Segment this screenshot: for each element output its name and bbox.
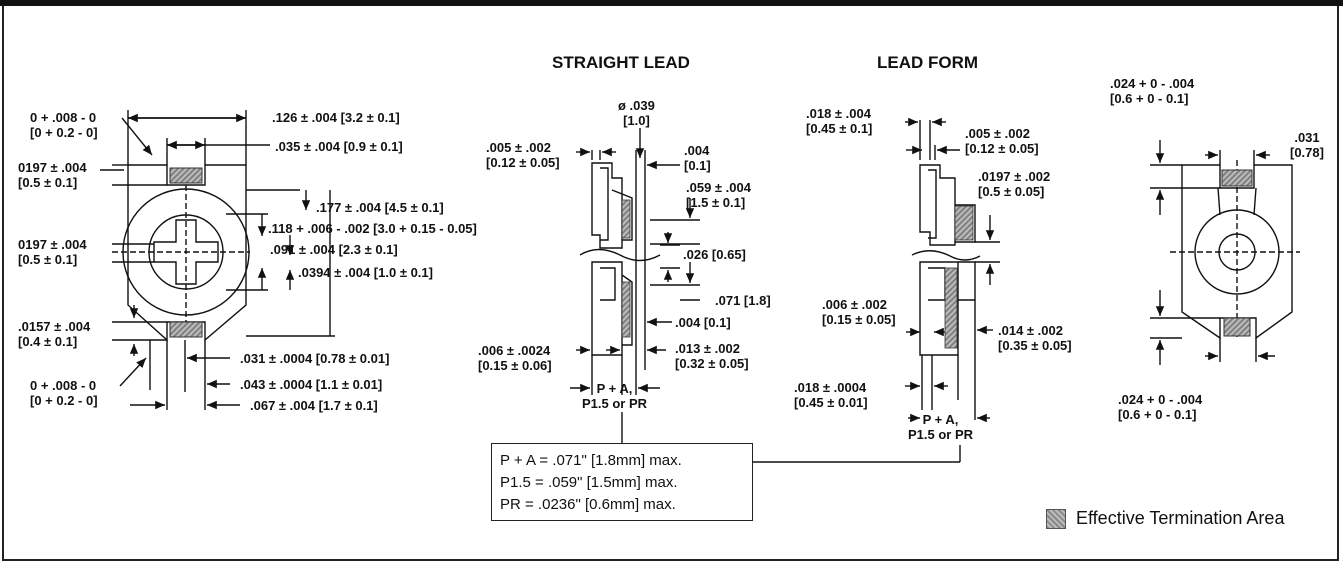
straight-termination-lower (621, 281, 631, 338)
front-dim-r4: .118 + .006 - .002 [3.0 + 0.15 - 0.05] (268, 221, 477, 236)
straight-dim-b: .004[0.1] (684, 143, 711, 173)
front-dim-l1: 0 + .008 - 0[0 + 0.2 - 0] (30, 110, 98, 140)
front-dim-r7: .031 ± .0004 [0.78 ± 0.01] (240, 351, 390, 366)
straight-lead-lower-body (591, 261, 623, 356)
top-border-bar (0, 0, 1343, 6)
lead-form-title: LEAD FORM (877, 53, 979, 72)
back-dim-a: .024 + 0 - .004[0.6 + 0 - 0.1] (1110, 76, 1195, 106)
back-dim-c: .024 + 0 - .004[0.6 + 0 - 0.1] (1118, 392, 1203, 422)
front-dim-r2: .035 ± .004 [0.9 ± 0.1] (275, 139, 403, 154)
lead-length-notes: P + A = .071" [1.8mm] max. P1.5 = .059" … (491, 443, 753, 521)
straight-dim-diameter: ø .039[1.0] (618, 98, 655, 128)
straight-lead-upper-body (591, 162, 623, 249)
straight-dim-d: .026 [0.65] (683, 247, 746, 262)
leadform-dim-b: .005 ± .002[0.12 ± 0.05] (965, 126, 1039, 156)
leadform-dim-e: .014 ± .002[0.35 ± 0.05] (998, 323, 1072, 353)
straight-dim-e: .071 [1.8] (715, 293, 771, 308)
drawing-frame (2, 6, 1339, 561)
back-view (1150, 140, 1300, 365)
straight-termination-upper (621, 199, 631, 239)
straight-dim-p: P + A,P1.5 or PR (582, 381, 648, 411)
legend-label: Effective Termination Area (1076, 508, 1285, 528)
front-dim-r8: .043 ± .0004 [1.1 ± 0.01] (240, 377, 383, 392)
lead-form-view (753, 117, 1000, 463)
leadform-dim-c: .0197 ± .002[0.5 ± 0.05] (978, 169, 1051, 199)
lead-form-upper-body (919, 164, 956, 246)
front-dim-l5: 0 + .008 - 0[0 + 0.2 - 0] (30, 378, 98, 408)
note-p15: P1.5 = .059" [1.5mm] max. (500, 474, 678, 491)
leadform-dim-a: .018 ± .004[0.45 ± 0.1] (806, 106, 873, 136)
front-dim-l2: 0197 ± .004[0.5 ± 0.1] (18, 160, 87, 190)
straight-dim-a: .005 ± .002[0.12 ± 0.05] (486, 140, 560, 170)
front-termination-bottom (169, 321, 203, 338)
back-dim-b: .031[0.78] (1290, 130, 1324, 160)
leadform-dim-d: .006 ± .002[0.15 ± 0.05] (822, 297, 896, 327)
note-pr: PR = .0236" [0.6mm] max. (500, 496, 676, 513)
leadform-dim-f: .018 ± .0004[0.45 ± 0.01] (794, 380, 868, 410)
straight-lead-view (570, 128, 700, 443)
front-dim-r1: .126 ± .004 [3.2 ± 0.1] (272, 110, 400, 125)
front-dim-r3: .177 ± .004 [4.5 ± 0.1] (316, 200, 444, 215)
front-dim-r5: .091 ± .004 [2.3 ± 0.1] (270, 242, 398, 257)
straight-dim-f: .004 [0.1] (675, 315, 731, 330)
leadform-termination-lower (944, 267, 958, 349)
straight-lead-title: STRAIGHT LEAD (552, 53, 690, 72)
front-cross-slot (153, 219, 219, 285)
straight-dim-g: .006 ± .0024[0.15 ± 0.06] (478, 343, 552, 373)
front-dim-r6: .0394 ± .004 [1.0 ± 0.1] (298, 265, 433, 280)
leadform-dim-p: P + A,P1.5 or PR (908, 412, 974, 442)
termination-swatch-icon (1046, 508, 1066, 529)
note-pa: P + A = .071" [1.8mm] max. (500, 452, 682, 469)
front-dim-l4: .0157 ± .004[0.4 ± 0.1] (18, 319, 91, 349)
front-termination-top (169, 167, 203, 184)
leadform-termination-upper (954, 205, 974, 241)
straight-dim-c: .059 ± .004[1.5 ± 0.1] (686, 180, 751, 210)
back-termination-bottom (1223, 317, 1251, 337)
front-view (100, 110, 335, 410)
front-dim-l3: 0197 ± .004[0.5 ± 0.1] (18, 237, 87, 267)
back-termination-top (1221, 169, 1253, 187)
termination-legend: Effective Termination Area (1046, 508, 1284, 529)
straight-dim-h: .013 ± .002[0.32 ± 0.05] (675, 341, 749, 371)
front-dim-r9: .067 ± .004 [1.7 ± 0.1] (250, 398, 378, 413)
